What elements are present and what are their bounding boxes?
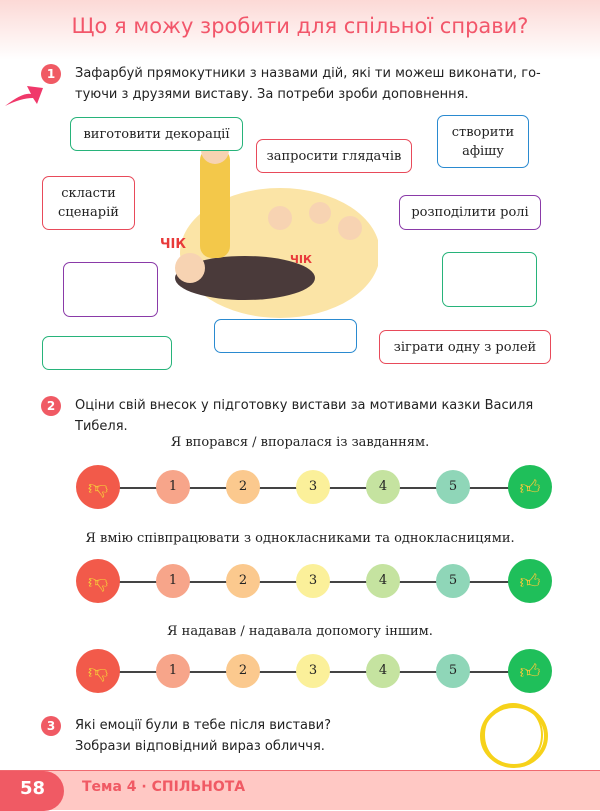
task2-line1: Оціни свій внесок у підготовку вистави з… (75, 398, 534, 413)
thumbs-up-icon[interactable]: 👍︎ (508, 465, 552, 509)
action-box-decorations[interactable]: виготовити декорації (70, 117, 243, 151)
illustration-sound-2: ЧІК (290, 253, 312, 266)
scale-label: Я надавав / надавала допомогу іншим. (167, 624, 433, 639)
empty-box[interactable] (442, 252, 537, 307)
action-box-poster[interactable]: створити афішу (437, 115, 529, 168)
thumbs-up-icon[interactable]: 👍︎ (508, 649, 552, 693)
rating-point-1[interactable]: 1 (156, 654, 190, 688)
task1-line2: туючи з друзями виставу. За потреби зроб… (75, 87, 469, 102)
page-number: 58 (0, 771, 64, 811)
rating-point-3[interactable]: 3 (296, 470, 330, 504)
children-illustration: ЧІК ЧІК (160, 136, 378, 318)
thumbs-down-icon[interactable]: 👎︎ (76, 649, 120, 693)
scale-label: Я вмію співпрацювати з однокласниками та… (85, 531, 515, 546)
task2-text: Оціни свій внесок у підготовку вистави з… (75, 395, 533, 437)
empty-box[interactable] (214, 319, 357, 353)
rating-point-4[interactable]: 4 (366, 564, 400, 598)
face-drawing-circle[interactable] (476, 700, 552, 770)
scale-label: Я впорався / впоралася із завданням. (170, 435, 430, 450)
rating-point-3[interactable]: 3 (296, 564, 330, 598)
rating-point-5[interactable]: 5 (436, 470, 470, 504)
footer: 58 Тема 4 · СПІЛЬНОТА (0, 770, 600, 811)
rating-point-2[interactable]: 2 (226, 654, 260, 688)
task-number-3: 3 (41, 716, 61, 736)
rating-point-4[interactable]: 4 (366, 654, 400, 688)
task2-line2: Тибеля. (75, 419, 128, 434)
rating-point-5[interactable]: 5 (436, 654, 470, 688)
rating-point-4[interactable]: 4 (366, 470, 400, 504)
rating-point-1[interactable]: 1 (156, 564, 190, 598)
action-box-invite[interactable]: запросити глядачів (256, 139, 412, 173)
action-box-roles[interactable]: розподілити ролі (399, 195, 541, 230)
action-box-play-role[interactable]: зіграти одну з ролей (379, 330, 551, 364)
task3-line2: Зобрази відповідний вираз обличчя. (75, 739, 325, 754)
thumbs-down-icon[interactable]: 👎︎ (76, 465, 120, 509)
task-number-1: 1 (41, 64, 61, 84)
illustration-sound-1: ЧІК (160, 237, 186, 252)
thumbs-down-icon[interactable]: 👎︎ (76, 559, 120, 603)
rating-point-1[interactable]: 1 (156, 470, 190, 504)
rating-point-5[interactable]: 5 (436, 564, 470, 598)
rating-point-2[interactable]: 2 (226, 470, 260, 504)
header-band (0, 0, 600, 60)
task3-line1: Які емоції були в тебе після вистави? (75, 718, 332, 733)
task-number-2: 2 (41, 396, 61, 416)
thumbs-up-icon[interactable]: 👍︎ (508, 559, 552, 603)
task3-text: Які емоції були в тебе після вистави? Зоб… (75, 715, 331, 757)
arrow-icon (5, 86, 43, 106)
task1-text: Зафарбуй прямокутники з назвами дій, які… (75, 63, 541, 105)
rating-point-2[interactable]: 2 (226, 564, 260, 598)
empty-box[interactable] (42, 336, 172, 370)
empty-box[interactable] (63, 262, 158, 317)
task1-line1: Зафарбуй прямокутники з назвами дій, які… (75, 66, 541, 81)
footer-theme: Тема 4 · СПІЛЬНОТА (82, 779, 246, 795)
action-box-script[interactable]: скласти сценарій (42, 176, 135, 230)
page-title: Що я можу зробити для спільної справи? (71, 14, 529, 38)
rating-point-3[interactable]: 3 (296, 654, 330, 688)
